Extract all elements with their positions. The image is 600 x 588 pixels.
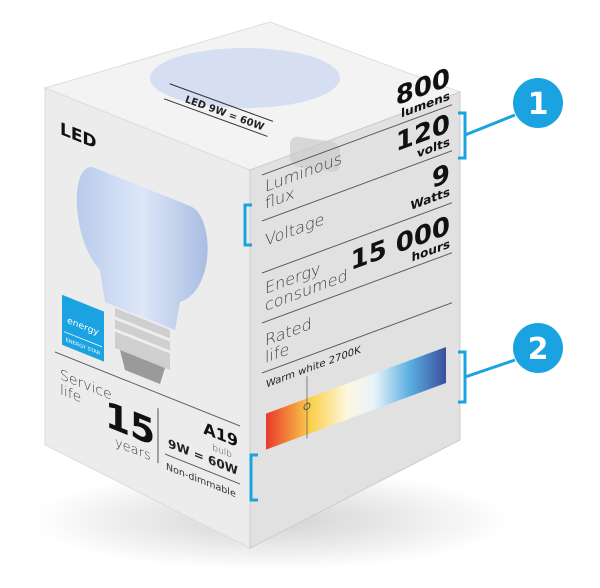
divider bbox=[55, 351, 240, 427]
callout-1: 1 bbox=[513, 78, 563, 128]
top-bulb-illustration bbox=[150, 48, 340, 172]
callout-2: 2 bbox=[513, 323, 563, 373]
callout-brackets bbox=[243, 111, 516, 502]
spec-value: 9 bbox=[432, 158, 450, 195]
callout-number: 1 bbox=[528, 87, 549, 122]
bulb-illustration bbox=[76, 167, 208, 385]
color-temp-marker bbox=[303, 402, 311, 411]
callout-number: 2 bbox=[528, 332, 549, 367]
color-temp-gradient bbox=[266, 346, 446, 450]
box-right-face bbox=[249, 91, 461, 549]
